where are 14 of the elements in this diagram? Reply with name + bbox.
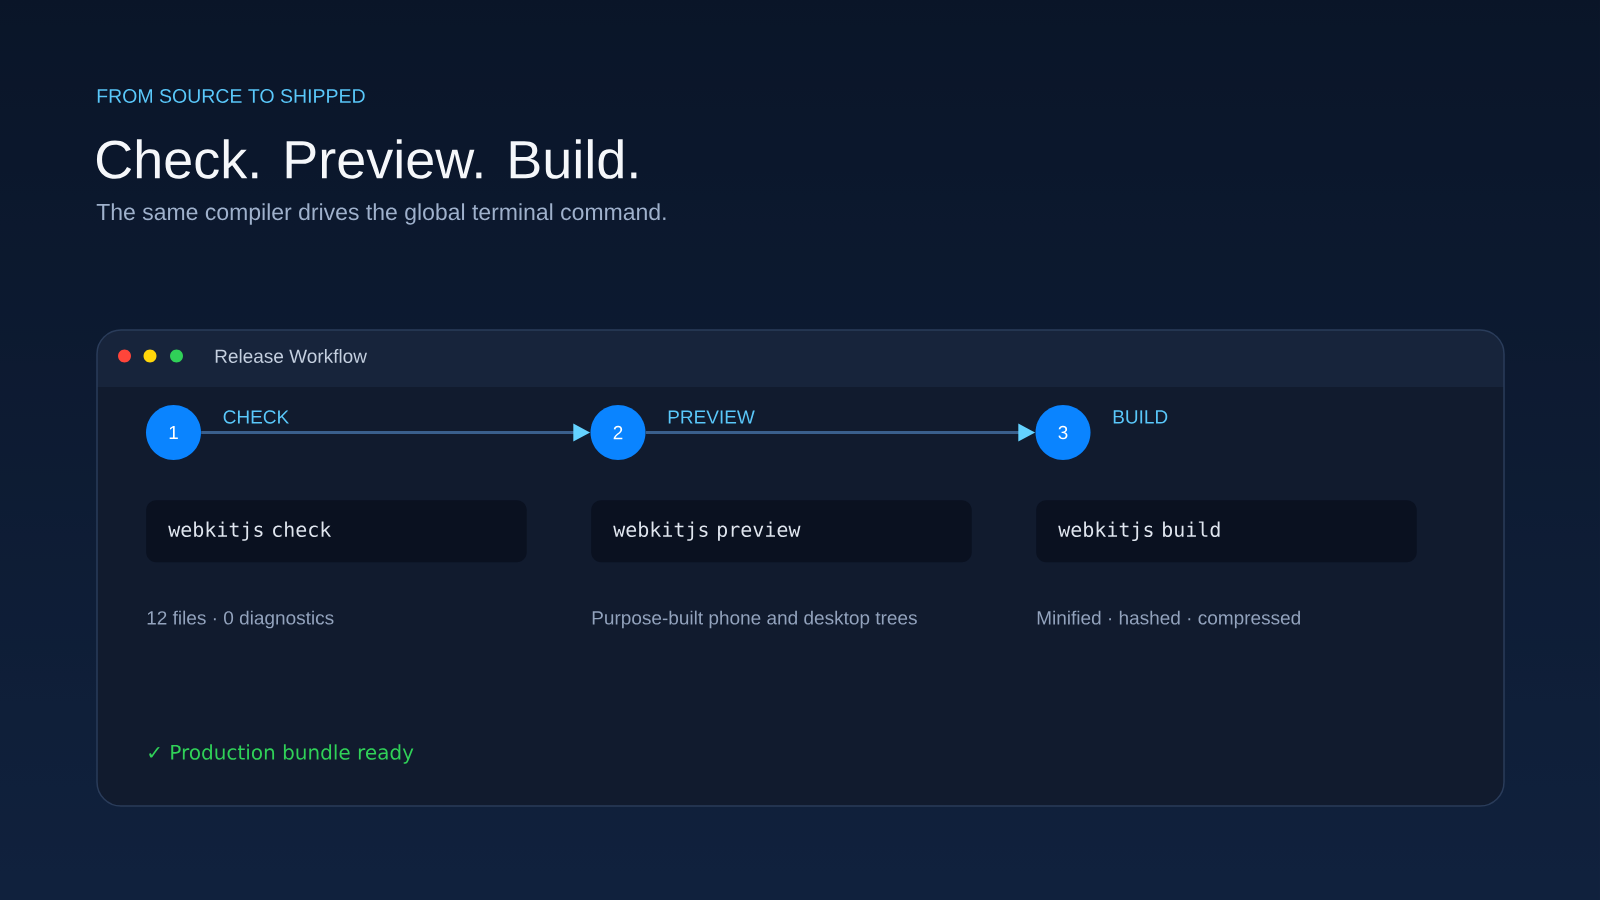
command-box: webkitjs build xyxy=(1036,500,1417,563)
status-message: ✓ Production bundle ready xyxy=(149,744,414,764)
step-label: BUILD xyxy=(1113,410,1168,424)
step-description: 12 files · 0 diagnostics xyxy=(147,610,334,629)
window-title: Release Workflow xyxy=(215,349,367,363)
step-label: PREVIEW xyxy=(668,410,755,424)
subtitle: The same compiler drives the global terminal command. xyxy=(96,203,666,225)
heading: Check. Preview. Build. xyxy=(96,139,637,179)
command-box: webkitjs check xyxy=(146,500,527,563)
step-description: Minified · hashed · compressed xyxy=(1037,610,1300,629)
step-label: CHECK xyxy=(223,410,289,424)
eyebrow-label: FROM SOURCE TO SHIPPED xyxy=(97,89,365,103)
step-description: Purpose-built phone and desktop trees xyxy=(592,610,917,629)
command-box: webkitjs preview xyxy=(591,500,972,563)
